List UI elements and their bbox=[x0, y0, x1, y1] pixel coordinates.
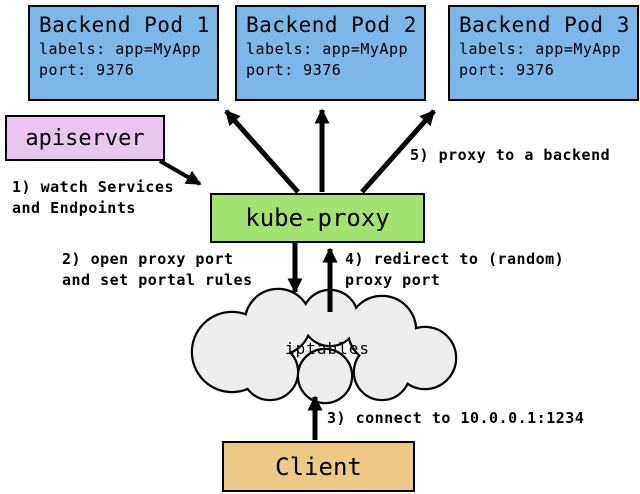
backend-pod-3-box: Backend Pod 3 labels: app=MyApp port: 93… bbox=[448, 5, 639, 101]
annotation-step2-open-proxy-port: 2) open proxy port and set portal rules bbox=[62, 250, 253, 289]
kube-proxy-box: kube-proxy bbox=[210, 193, 425, 243]
backend-pod-1-title: Backend Pod 1 bbox=[39, 13, 210, 37]
backend-pod-2-labels: labels: app=MyApp bbox=[246, 40, 409, 58]
arrow-kubeproxy-to-pod1 bbox=[224, 109, 300, 194]
backend-pod-3-title: Backend Pod 3 bbox=[459, 13, 630, 37]
annotation-step4-redirect: 4) redirect to (random) proxy port bbox=[345, 250, 565, 289]
backend-pod-3-port: port: 9376 bbox=[459, 61, 555, 79]
backend-pod-2-box: Backend Pod 2 labels: app=MyApp port: 93… bbox=[235, 5, 426, 101]
backend-pod-3-labels: labels: app=MyApp bbox=[459, 40, 622, 58]
annotation-step5-proxy-backend: 5) proxy to a backend bbox=[410, 146, 611, 164]
apiserver-label: apiserver bbox=[25, 125, 145, 151]
backend-pod-2-port: port: 9376 bbox=[246, 61, 342, 79]
apiserver-box: apiserver bbox=[5, 115, 165, 161]
annotation-step1-watch-services: 1) watch Services and Endpoints bbox=[12, 178, 175, 217]
backend-pod-1-port: port: 9376 bbox=[39, 61, 135, 79]
annotation-step3-connect: 3) connect to 10.0.0.1:1234 bbox=[327, 409, 585, 427]
backend-pod-1-labels: labels: app=MyApp bbox=[39, 40, 202, 58]
client-box: Client bbox=[222, 441, 415, 492]
iptables-label: iptables bbox=[284, 339, 371, 358]
backend-pod-2-title: Backend Pod 2 bbox=[246, 13, 417, 37]
client-label: Client bbox=[275, 452, 362, 481]
backend-pod-1-box: Backend Pod 1 labels: app=MyApp port: 93… bbox=[28, 5, 219, 101]
kube-proxy-label: kube-proxy bbox=[245, 204, 390, 232]
